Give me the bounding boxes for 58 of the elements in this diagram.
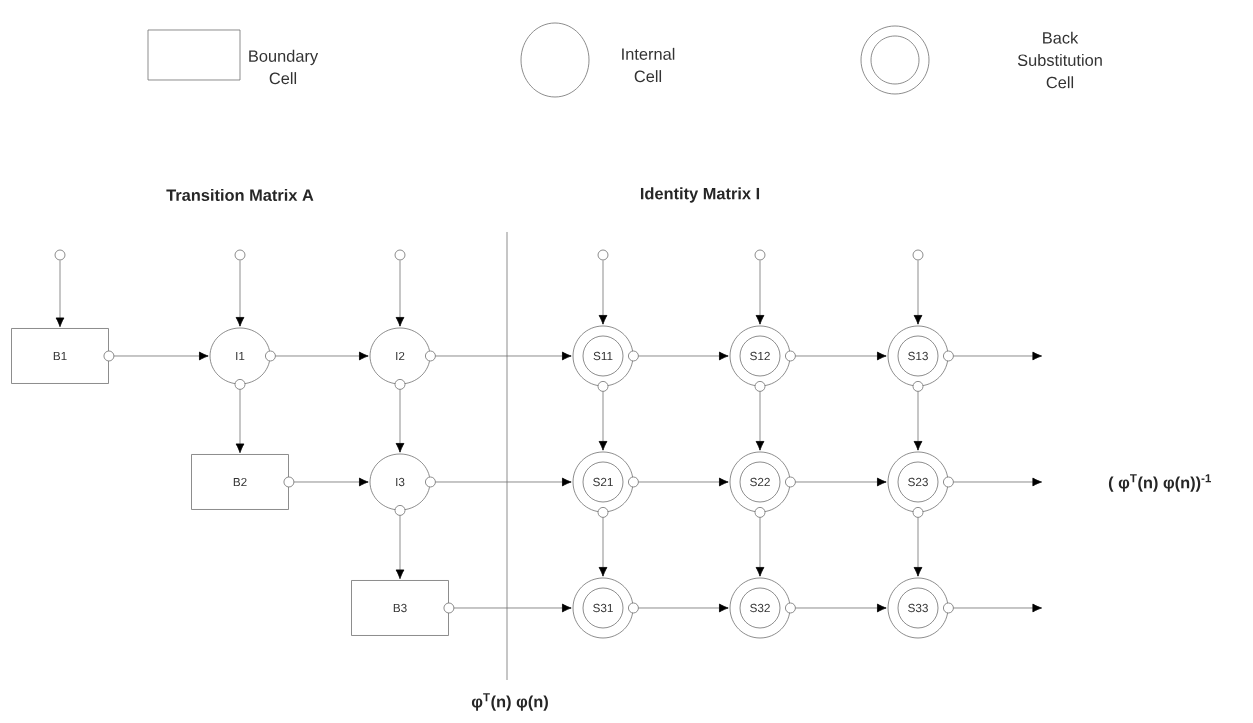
arrow — [795, 477, 887, 487]
back-substitution-cell: S31 — [572, 577, 639, 639]
internal-cell: I3 — [369, 453, 436, 516]
section-title: Transition Matrix A — [166, 188, 314, 201]
arrow — [395, 389, 405, 453]
legend-item: Internal Cell — [520, 22, 675, 98]
back-substitution-cell: S11 — [572, 325, 639, 392]
arrow — [913, 391, 923, 451]
back-substitution-cell: S22 — [729, 451, 796, 518]
arrow — [755, 391, 765, 451]
input-expression: φ$^{T}$(n) φ(n) — [471, 693, 548, 711]
boundary-cell: B3 — [351, 580, 455, 636]
arrow — [435, 477, 572, 487]
back-substitution-cell: S21 — [572, 451, 639, 518]
input-terminal — [754, 249, 766, 261]
arrow — [598, 260, 608, 325]
arrow — [638, 477, 729, 487]
legend-item: Back Substitution Cell — [860, 25, 1102, 95]
arrow — [755, 517, 765, 577]
arrow — [453, 603, 572, 613]
arrow — [638, 351, 729, 361]
internal-cell: I2 — [369, 327, 436, 390]
arrow — [275, 351, 369, 361]
input-terminal — [912, 249, 924, 261]
arrow — [435, 351, 572, 361]
arrow — [235, 389, 245, 454]
arrow — [293, 477, 369, 487]
boundary-cell: B1 — [11, 328, 115, 384]
back-substitution-cell: S12 — [729, 325, 796, 392]
input-terminal — [234, 249, 246, 261]
internal-cell: I1 — [209, 327, 276, 390]
section-title: Identity Matrix I — [640, 187, 760, 203]
input-terminal — [54, 249, 66, 261]
arrow — [598, 517, 608, 577]
input-terminal — [394, 249, 406, 261]
input-terminal — [597, 249, 609, 261]
boundary-cell: B2 — [191, 454, 295, 510]
arrow — [755, 260, 765, 325]
arrow — [395, 260, 405, 327]
arrow — [113, 351, 209, 361]
back-substitution-cell: S13 — [887, 325, 954, 392]
back-substitution-cell: S33 — [887, 577, 954, 639]
arrow — [913, 517, 923, 577]
arrow — [395, 515, 405, 580]
back-substitution-cell: S32 — [729, 577, 796, 639]
output-expression: ( φ$^{T}$(n) φ(n))$^{-1}$ — [1108, 474, 1211, 492]
arrow — [795, 351, 887, 361]
arrow — [55, 260, 65, 328]
arrow — [795, 603, 887, 613]
arrow — [638, 603, 729, 613]
back-substitution-cell: S23 — [887, 451, 954, 518]
arrow — [953, 603, 1042, 613]
arrow — [913, 260, 923, 325]
arrow — [235, 260, 245, 327]
arrow — [953, 351, 1042, 361]
arrow — [598, 391, 608, 451]
legend-item: Boundary Cell — [147, 29, 319, 85]
arrow — [953, 477, 1042, 487]
